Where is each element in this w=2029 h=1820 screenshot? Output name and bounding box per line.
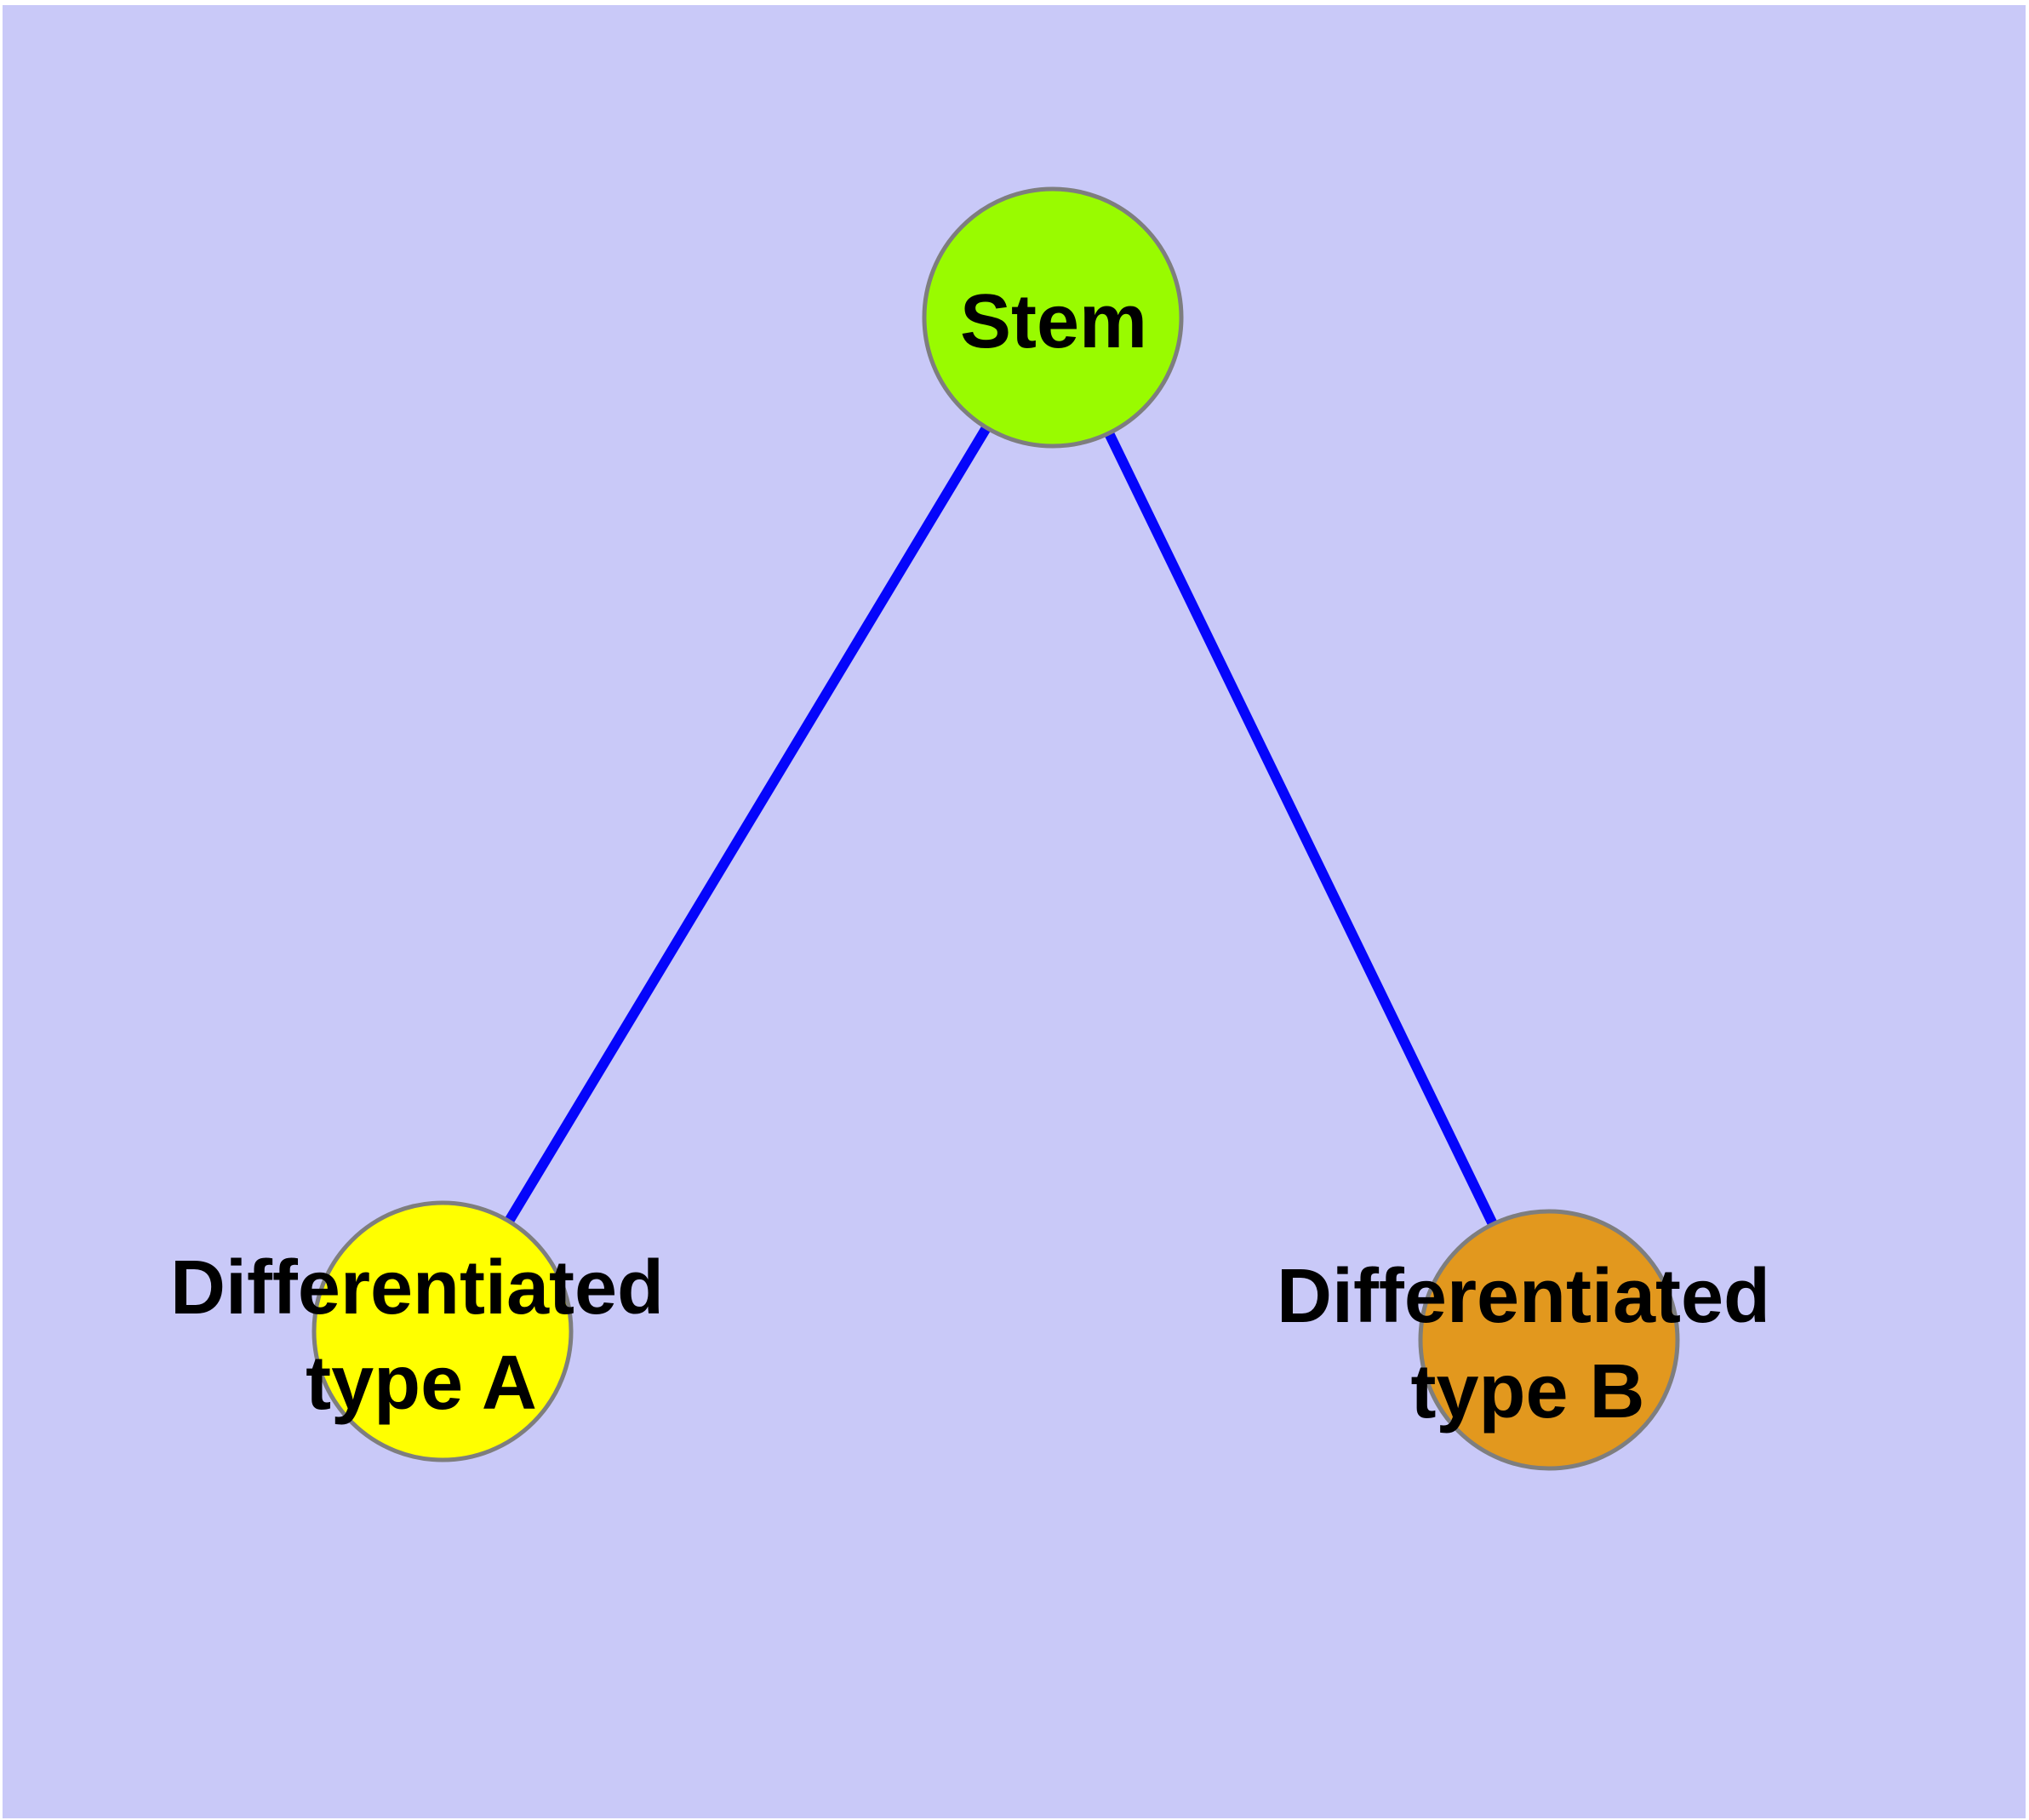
edge-stem-to-type-b (1048, 315, 1554, 1342)
node-type-b-circle (1418, 1209, 1680, 1471)
edge-group (437, 314, 1554, 1342)
node-type-b-label-line2: type B (1410, 1349, 1644, 1434)
node-type-a: Differentiated type A (170, 1200, 664, 1462)
node-stem-label: Stem (960, 279, 1147, 364)
node-type-b: Differentiated type B (1277, 1209, 1770, 1471)
node-type-a-label-line1: Differentiated (170, 1245, 664, 1331)
node-stem-circle (922, 186, 1184, 449)
node-stem: Stem (922, 186, 1184, 449)
edge-stem-to-type-a (437, 314, 1058, 1335)
node-type-b-label-line1: Differentiated (1277, 1254, 1770, 1339)
node-type-a-label-line2: type A (306, 1341, 537, 1426)
node-type-a-circle (311, 1200, 574, 1462)
